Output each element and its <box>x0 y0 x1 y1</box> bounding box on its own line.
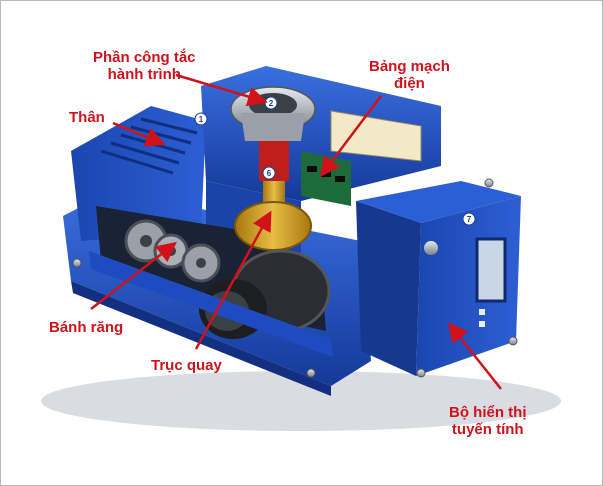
label-body: Thân <box>69 109 105 126</box>
arrow-circuit-board <box>319 95 382 177</box>
arrow-body <box>112 121 166 147</box>
arrow-display <box>447 322 502 390</box>
svg-text:7: 7 <box>467 215 472 224</box>
bolts <box>72 178 518 378</box>
display-buttons <box>479 309 485 327</box>
svg-text:1: 1 <box>199 115 204 124</box>
marker-7: 7 <box>462 212 476 226</box>
front-panel <box>89 251 333 357</box>
cooling-fins <box>100 117 198 175</box>
limit-switch-collar <box>241 113 305 141</box>
marker-2: 2 <box>264 96 278 110</box>
label-limit-switch: Phần công tắc hành trình <box>93 49 196 83</box>
marker-1: 1 <box>194 112 208 126</box>
housing-top-left <box>71 106 206 241</box>
label-gears: Bánh răng <box>49 319 124 336</box>
display-screen <box>475 237 507 303</box>
svg-text:2: 2 <box>269 99 274 108</box>
display-knob <box>424 241 438 255</box>
arrow-gears <box>90 241 177 310</box>
svg-text:6: 6 <box>267 169 272 178</box>
worm-gear <box>234 201 312 251</box>
label-circuit-board: Bảng mạch điện <box>369 58 450 92</box>
circuit-plate <box>330 110 422 162</box>
marker-6: 6 <box>262 166 276 180</box>
display-box-top <box>356 181 521 223</box>
arrow-limit-switch <box>175 73 268 107</box>
display-box-side <box>356 201 421 376</box>
ground-shadow <box>41 371 561 431</box>
label-shaft: Trục quay <box>151 357 222 374</box>
label-display: Bộ hiển thị tuyến tính <box>449 404 527 438</box>
arrow-shaft <box>194 210 272 350</box>
